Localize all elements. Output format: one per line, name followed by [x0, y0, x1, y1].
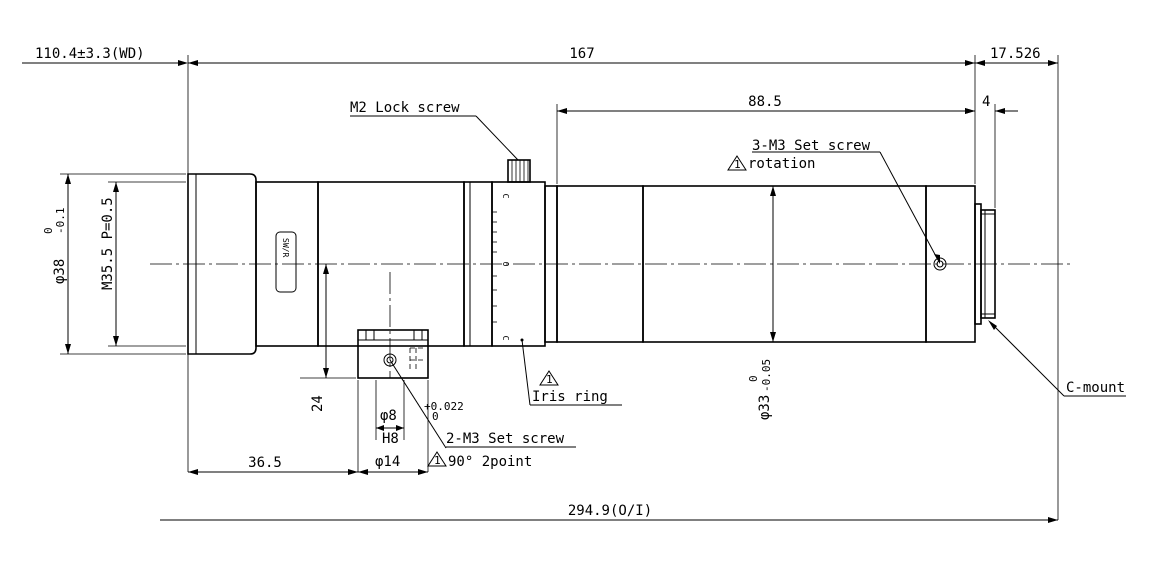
callout-2m3-line2: 90° 2point — [448, 454, 532, 470]
callout-iris-note: 1 — [546, 373, 553, 386]
dim-phi33-tol-lower: -0.05 — [760, 359, 773, 392]
dim-phi38-tol-upper: 0 — [42, 227, 55, 234]
swr-text: SW/R — [281, 238, 290, 257]
dim-phi38-tol-lower: -0.1 — [54, 208, 67, 235]
swr-label: SW/R — [275, 231, 297, 293]
callout-2m3: 2-M3 Set screw 1 90° 2point — [389, 359, 576, 470]
callout-cmount: C-mount — [988, 320, 1126, 397]
callout-3m3-note: 1 — [734, 158, 741, 171]
dim-m35-5: M35.5 P=0.5 — [100, 182, 119, 346]
dim-phi38: φ38 0 -0.1 — [42, 174, 71, 354]
dim-88-5-label: 88.5 — [748, 94, 782, 110]
callout-iris-label: Iris ring — [532, 389, 608, 405]
dim-phi8: φ8 +0.022 0 H8 — [376, 400, 464, 447]
dim-phi33-label: φ33 — [757, 395, 773, 420]
callout-3m3-line1: 3-M3 Set screw — [752, 138, 871, 154]
dim-overall-label: 294.9(O/I) — [568, 503, 652, 519]
callout-m2-lock: M2 Lock screw — [350, 100, 519, 161]
dim-overall: 294.9(O/I) — [160, 503, 1058, 523]
iris-mark-c-bottom: C — [501, 336, 510, 341]
dim-24-label: 24 — [310, 395, 326, 412]
lens-body — [150, 173, 1070, 355]
dim-back: 17.526 — [975, 46, 1058, 66]
dim-phi8-tol-lower: 0 — [432, 410, 439, 423]
dim-24: 24 — [310, 264, 329, 412]
iris-mark-c-top: C — [501, 194, 510, 199]
dim-167-label: 167 — [569, 46, 594, 62]
lock-screw — [507, 159, 531, 183]
dim-phi33: φ33 0 -0.05 — [747, 186, 776, 420]
dim-phi8-label: φ8 — [380, 408, 397, 424]
dim-4-label: 4 — [982, 94, 990, 110]
dim-36-5: 36.5 — [188, 455, 358, 475]
callout-iris: 1 Iris ring — [521, 339, 622, 406]
dim-phi8-fit: H8 — [382, 431, 399, 447]
callout-cmount-label: C-mount — [1066, 380, 1125, 396]
dim-phi14-label: φ14 — [375, 454, 400, 470]
dim-36-5-label: 36.5 — [248, 455, 282, 471]
dim-phi8-tol-upper: +0.022 — [424, 400, 464, 413]
dim-m35-5-label: M35.5 P=0.5 — [100, 197, 116, 290]
dim-back-label: 17.526 — [990, 46, 1041, 62]
callout-2m3-line1: 2-M3 Set screw — [446, 431, 565, 447]
iris-mark-o: O — [501, 262, 510, 267]
dim-phi14: φ14 — [358, 454, 428, 475]
iris-scale: C O C — [492, 194, 524, 342]
callout-3m3-line2: rotation — [748, 156, 815, 172]
dim-4: 4 — [960, 94, 1018, 114]
mount-block — [357, 272, 429, 379]
dim-wd-label: 110.4±3.3(WD) — [35, 46, 145, 62]
callout-2m3-note: 1 — [434, 454, 441, 467]
dim-phi33-tol-upper: 0 — [747, 375, 760, 382]
callout-m2-lock-label: M2 Lock screw — [350, 100, 460, 116]
dim-167: 167 — [188, 46, 975, 66]
dim-wd: 110.4±3.3(WD) — [22, 46, 188, 66]
dim-phi38-label: φ38 — [52, 259, 68, 284]
callout-3m3: 3-M3 Set screw 1 rotation — [727, 138, 940, 264]
extension-lines — [60, 55, 1059, 520]
dim-88-5: 88.5 — [557, 94, 975, 114]
